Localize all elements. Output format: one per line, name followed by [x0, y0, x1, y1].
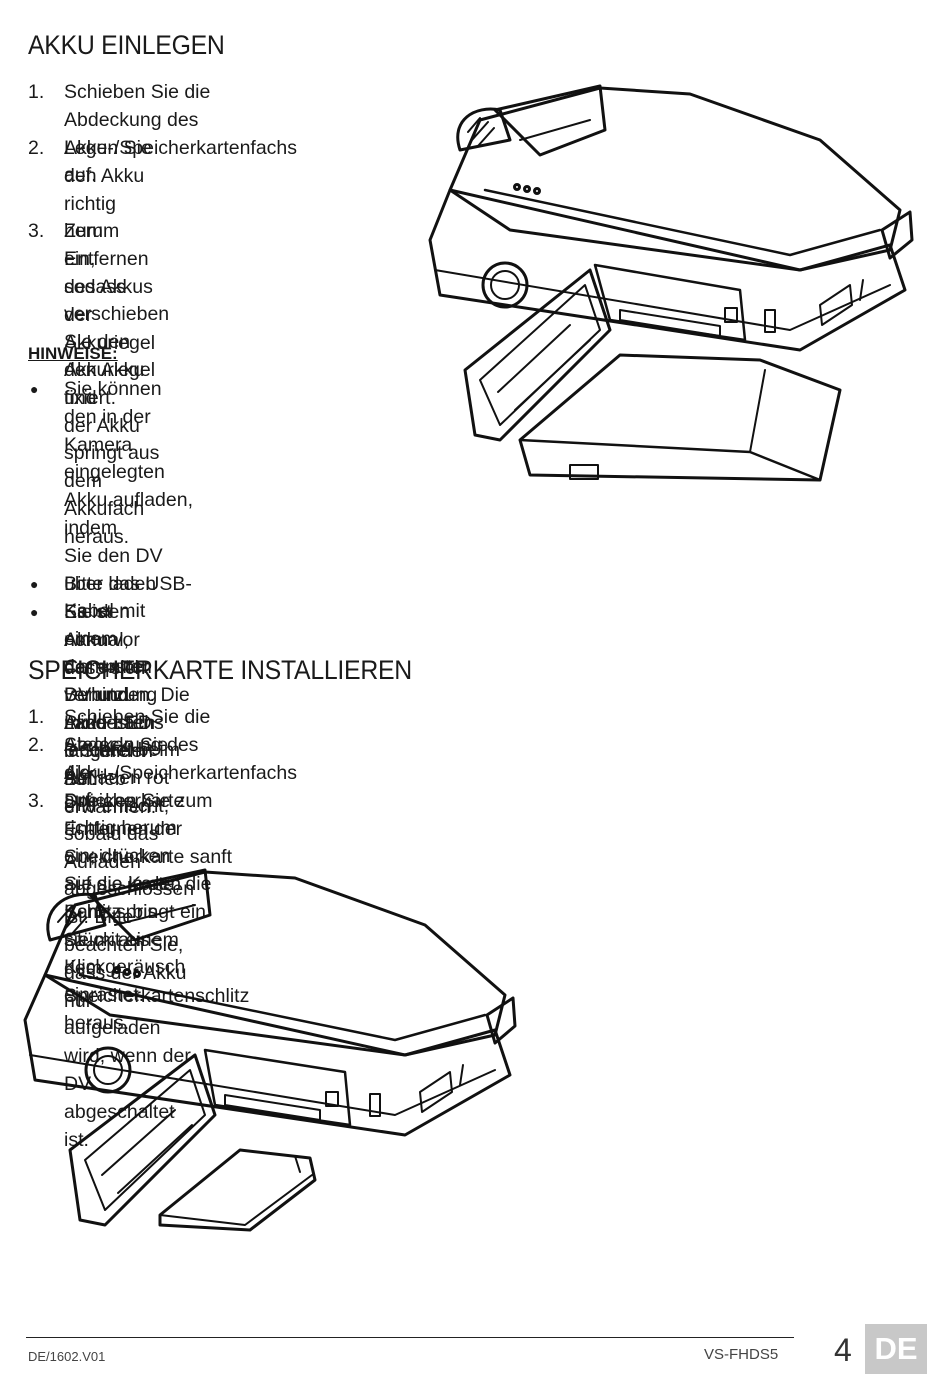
list-text: Stecken Sie die Speicherkarte richtig he…	[64, 734, 186, 1007]
list-text: Schieben Sie die Abdeckung des Akku-/Spe…	[64, 81, 298, 187]
section-title-akku-einlegen: AKKU EINLEGEN	[28, 30, 225, 60]
section-title-speicherkarte: SPEICHERKARTE INSTALLIEREN	[28, 655, 412, 685]
camera-memory-card-illustration	[23, 868, 517, 1232]
footer-divider	[26, 1337, 794, 1338]
bullet-text: Sie können den in der Kamera eingelegten…	[64, 378, 195, 1151]
notes-heading: HINWEISE:	[28, 344, 118, 363]
bullet-icon: ●	[30, 604, 39, 620]
bullet-text: Bitte laden Sie den Akku vor der ersten …	[64, 573, 164, 790]
list-number: 1.	[28, 706, 45, 728]
page-number: 4	[834, 1332, 852, 1368]
bullet-text: Es ist normal, dass sich DV und Akku nac…	[64, 601, 157, 818]
footer-model: VS-FHDS5	[704, 1346, 779, 1363]
bullet-icon: ●	[30, 381, 39, 397]
footer-doc-code: DE/1602.V01	[28, 1349, 106, 1364]
list-number: 2.	[28, 734, 45, 756]
list-number: 2.	[28, 137, 45, 159]
list-text: Legen Sie den Akku richtig herum ein, so…	[64, 137, 156, 410]
list-text: Schieben Sie die Abdeckung des Akku-/Spe…	[64, 706, 298, 812]
camera-battery-illustration	[428, 84, 914, 482]
language-badge: DE	[865, 1324, 927, 1374]
list-number: 3.	[28, 790, 45, 812]
list-text: Zum Entfernen des Akkus verschieben Sie …	[64, 220, 170, 548]
list-number: 1.	[28, 81, 45, 103]
list-number: 3.	[28, 220, 45, 242]
bullet-icon: ●	[30, 576, 39, 592]
